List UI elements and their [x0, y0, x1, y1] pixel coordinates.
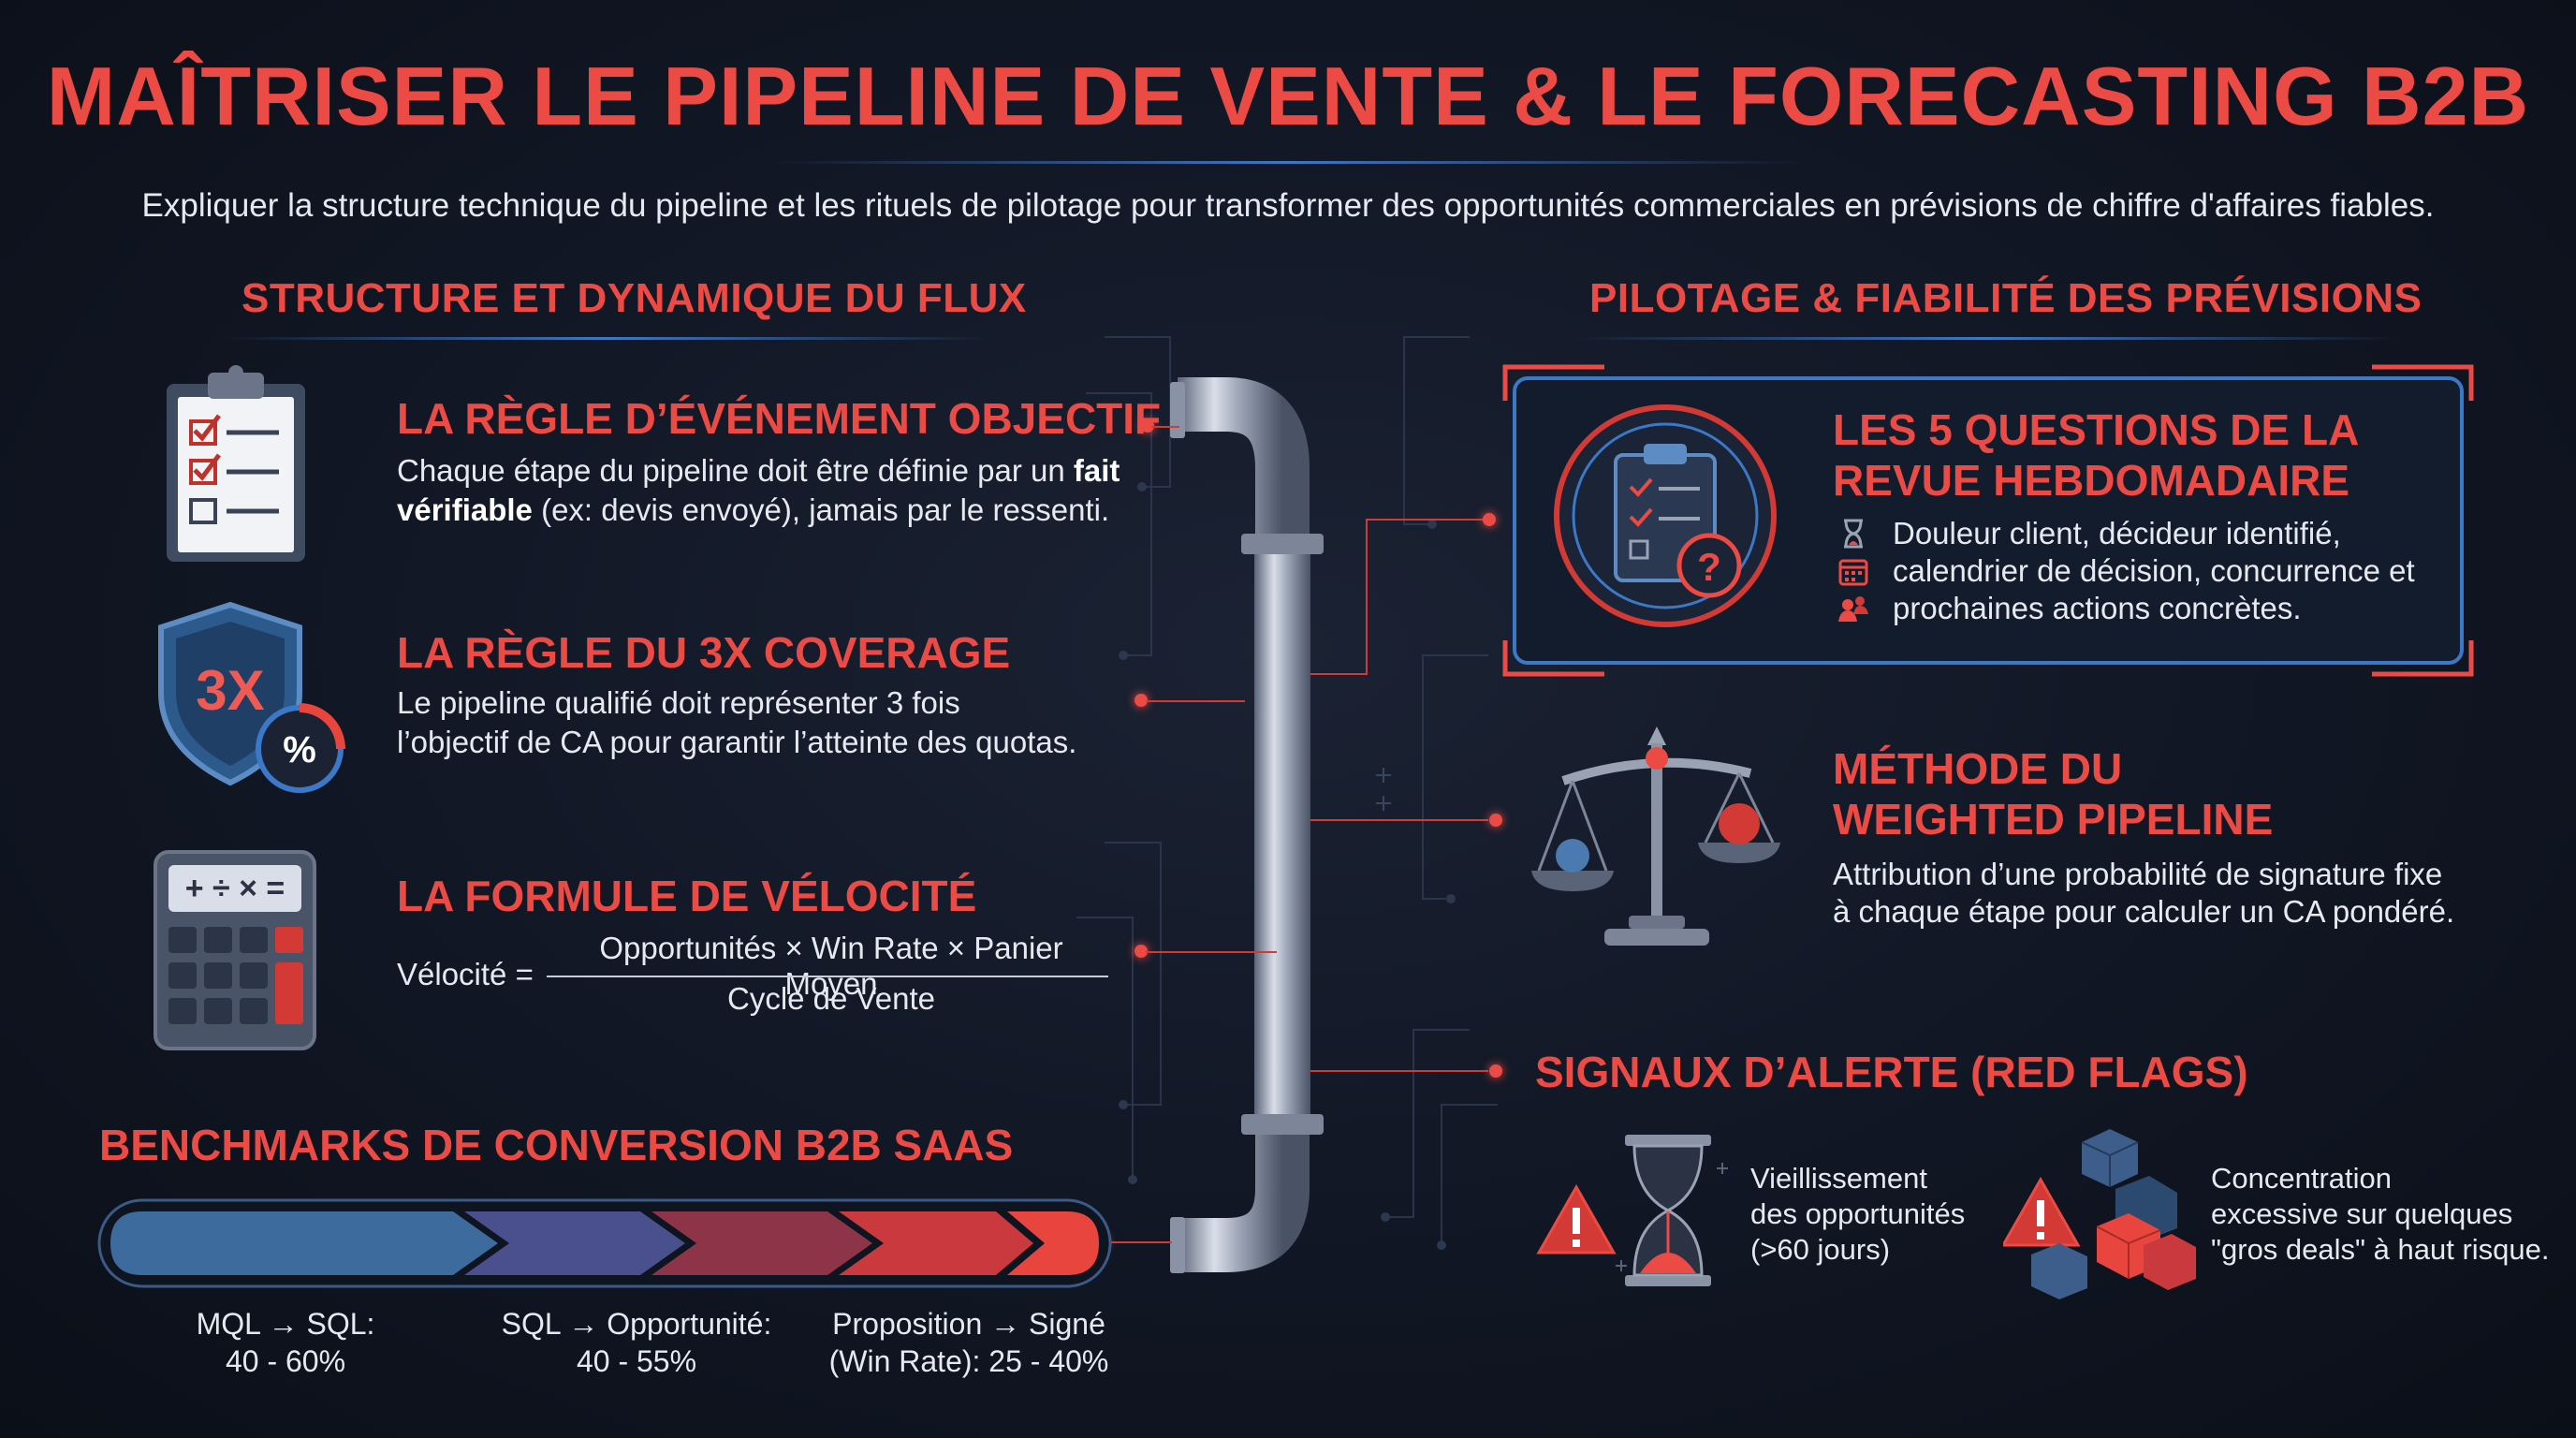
- percent-badge: %: [283, 729, 316, 770]
- text-line: (>60 jours): [1750, 1233, 1891, 1266]
- velocity-formula: Vélocité = Opportunités × Win Rate × Pan…: [397, 927, 1127, 1030]
- text-line: "gros deals" à haut risque.: [2211, 1233, 2550, 1266]
- connector-dot: [1134, 945, 1148, 958]
- hourglass-icon: [1844, 519, 1863, 549]
- cubes-icon: [2003, 1129, 2196, 1299]
- rule-text-part: Chaque étape du pipeline doit être défin…: [397, 453, 1074, 488]
- people-icon: [1838, 596, 1868, 622]
- text-line: Douleur client, décideur identifié,: [1893, 516, 2341, 550]
- benchmark-line: 40 - 60%: [225, 1344, 346, 1378]
- weekly-review-title: LES 5 QUESTIONS DE LA REVUE HEBDOMADAIRE: [1833, 404, 2359, 506]
- formula-lhs: Vélocité =: [397, 957, 534, 991]
- pipe-icon: [1170, 377, 1324, 1273]
- connector-line: [1151, 426, 1179, 428]
- shield-3x-icon: 3X %: [158, 601, 345, 793]
- right-section-divider: [1573, 337, 2396, 340]
- benchmark-line: MQL → SQL:: [196, 1307, 375, 1341]
- calculator-display: + ÷ × =: [185, 871, 285, 906]
- balance-scale-icon: [1531, 726, 1780, 946]
- text-line: des opportunités: [1750, 1197, 1966, 1230]
- weekly-review-text: Douleur client, décideur identifié, cale…: [1893, 515, 2454, 627]
- title-line: LES 5 QUESTIONS DE LA: [1833, 405, 2360, 454]
- benchmark-line: 40 - 55%: [576, 1344, 697, 1378]
- rule-objective-event-title: LA RÈGLE D’ÉVÉNEMENT OBJECTIF: [397, 394, 1162, 443]
- benchmark-line: SQL → Opportunité:: [501, 1307, 772, 1341]
- weighted-pipeline-title: MÉTHODE DU WEIGHTED PIPELINE: [1833, 743, 2273, 844]
- rule-text-bold: vérifiable: [397, 492, 533, 527]
- connector-line: [1106, 1241, 1172, 1243]
- question-badge: ?: [1697, 545, 1721, 589]
- benchmark-proposal-signed: Proposition → Signé (Win Rate): 25 - 40%: [814, 1305, 1123, 1380]
- rule-text-bold: fait: [1073, 453, 1120, 488]
- left-section-divider: [225, 337, 992, 340]
- benchmark-sql-opportunity: SQL → Opportunité: 40 - 55%: [487, 1305, 786, 1380]
- calendar-icon: [1838, 559, 1868, 586]
- title-divider: [773, 161, 1803, 164]
- rule-3x-coverage-text: Le pipeline qualifié doit représenter 3 …: [397, 683, 1136, 762]
- calculator-icon: + ÷ × =: [154, 850, 316, 1050]
- text-line: excessive sur quelques: [2211, 1197, 2513, 1230]
- text-line: Le pipeline qualifié doit représenter 3 …: [397, 685, 960, 720]
- connector-dot: [1134, 694, 1148, 707]
- conversion-funnel-bar: [97, 1198, 1112, 1288]
- connector-dot: [1141, 419, 1154, 433]
- connector-dot: [1489, 814, 1502, 827]
- rule-objective-event-text: Chaque étape du pipeline doit être défin…: [397, 451, 1136, 530]
- rule-velocity-title: LA FORMULE DE VÉLOCITÉ: [397, 872, 977, 920]
- title-line: REVUE HEBDOMADAIRE: [1833, 456, 2350, 505]
- right-connectors: [1310, 519, 1488, 1072]
- clipboard-question-icon: ?: [1554, 404, 1777, 627]
- connector-line: [1146, 700, 1245, 702]
- connector-dot: [1483, 513, 1496, 526]
- clipboard-check-icon: [167, 365, 305, 562]
- text-line: l’objectif de CA pour garantir l’atteint…: [397, 725, 1077, 759]
- text-line: calendrier de décision, concurrence et: [1893, 553, 2415, 588]
- red-flag-aging-text: Vieillissement des opportunités (>60 jou…: [1750, 1161, 2031, 1268]
- fraction-bar: [547, 976, 1108, 977]
- benchmark-line: (Win Rate): 25 - 40%: [828, 1344, 1109, 1378]
- red-flag-concentration-text: Concentration excessive sur quelques "gr…: [2211, 1161, 2567, 1268]
- text-line: prochaines actions concrètes.: [1893, 591, 2302, 625]
- benchmark-line: Proposition → Signé: [832, 1307, 1105, 1341]
- rule-3x-coverage-title: LA RÈGLE DU 3X COVERAGE: [397, 628, 1011, 677]
- red-flags-title: SIGNAUX D’ALERTE (RED FLAGS): [1535, 1048, 2248, 1096]
- benchmarks-title: BENCHMARKS DE CONVERSION B2B SAAS: [99, 1121, 1014, 1169]
- connector-line: [1146, 951, 1277, 953]
- page-title: MAÎTRISER LE PIPELINE DE VENTE & LE FORE…: [46, 50, 2530, 142]
- text-line: Vieillissement: [1750, 1162, 1927, 1195]
- hourglass-icon: [1536, 1135, 1728, 1286]
- text-line: à chaque étape pour calculer un CA pondé…: [1833, 894, 2455, 929]
- formula-numerator: Opportunités × Win Rate × Panier Moyen: [599, 931, 1063, 1001]
- right-section-title: PILOTAGE & FIABILITÉ DES PRÉVISIONS: [1589, 275, 2422, 321]
- weighted-pipeline-text: Attribution d’une probabilité de signatu…: [1833, 856, 2525, 931]
- text-line: Attribution d’une probabilité de signatu…: [1833, 857, 2443, 891]
- left-section-title: STRUCTURE ET DYNAMIQUE DU FLUX: [242, 275, 1027, 321]
- title-line: MÉTHODE DU: [1833, 744, 2123, 793]
- connector-dot: [1489, 1064, 1502, 1078]
- benchmark-mql-sql: MQL → SQL: 40 - 60%: [150, 1305, 421, 1380]
- shield-label: 3X: [196, 659, 264, 722]
- title-line: WEIGHTED PIPELINE: [1833, 795, 2274, 844]
- rule-text-part: (ex: devis envoyé), jamais par le ressen…: [532, 492, 1110, 527]
- formula-denominator: Cycle de Vente: [727, 981, 935, 1016]
- page-subtitle: Expliquer la structure technique du pipe…: [141, 187, 2435, 224]
- text-line: Concentration: [2211, 1162, 2393, 1195]
